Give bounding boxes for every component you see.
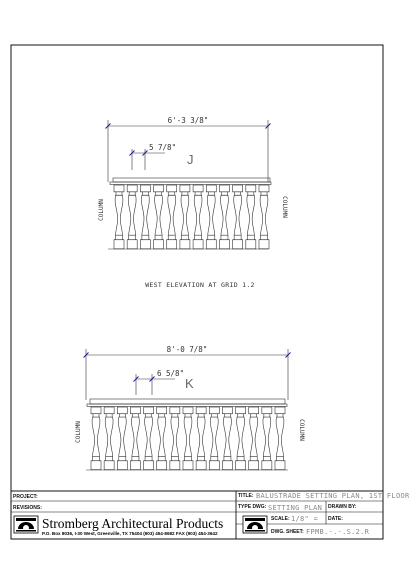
baluster <box>261 406 273 471</box>
baluster <box>126 184 138 250</box>
company-logo-icon-right <box>242 515 268 534</box>
baluster <box>153 184 164 250</box>
date-label: DATE: <box>328 516 343 522</box>
elevation-caption: WEST ELEVATION AT GRID 1.2 <box>145 281 255 289</box>
baluster <box>274 406 286 471</box>
project-label: PROJECT: <box>13 494 38 500</box>
title-block: PROJECT: REVISIONS: TITLE: BALUSTRADE SE… <box>11 490 410 539</box>
column-label-top-right: COLUMN <box>281 196 288 218</box>
column-label-top-left: COLUMN <box>98 199 105 221</box>
title-value: BALUSTRADE SETTING PLAN, 1ST FLOOR <box>256 492 410 500</box>
baluster <box>116 406 128 471</box>
elevation-top: 6'-3 3/8" 5 7/8" J COLUMN COLUMN WEST EL… <box>98 116 288 289</box>
spacing-dimension-top: 5 7/8" <box>149 143 176 152</box>
overall-dimension-bottom: 8'-0 7/8" <box>167 345 208 354</box>
baluster <box>219 184 230 250</box>
scale-value: 1/8" = <box>291 515 318 523</box>
baluster <box>235 406 246 471</box>
revisions-label: REVISIONS: <box>13 505 42 511</box>
baluster <box>222 406 233 471</box>
company-name: Stromberg Architectural Products <box>42 516 223 531</box>
type-dwg-value: SETTING PLAN <box>268 504 322 512</box>
company-logo-icon <box>13 515 39 534</box>
baluster <box>90 406 102 471</box>
baluster <box>192 184 204 250</box>
sheet-border <box>10 44 384 540</box>
type-dwg-label: TYPE DWG: <box>238 504 267 510</box>
title-label: TITLE: <box>238 493 254 499</box>
baluster <box>179 184 191 250</box>
spacing-dimension-bottom: 6 5/8" <box>157 369 184 378</box>
baluster <box>143 406 154 471</box>
baluster <box>103 406 115 471</box>
dwg-sheet-label: DWG. SHEET: <box>271 529 304 535</box>
overall-dimension-top: 6'-3 3/8" <box>168 116 209 125</box>
drawn-by-label: DRAWN BY: <box>328 504 357 510</box>
baluster <box>232 184 243 250</box>
baluster <box>156 406 168 471</box>
baluster <box>166 184 178 250</box>
baluster <box>169 406 181 471</box>
baluster <box>248 406 260 471</box>
column-label-bottom-left: COLUMN <box>75 421 82 443</box>
baluster <box>182 406 194 471</box>
baluster <box>208 406 220 471</box>
baluster <box>140 184 151 250</box>
grid-letter-top: J <box>187 152 194 167</box>
column-label-bottom-right: COLUMN <box>298 419 305 441</box>
baluster <box>245 184 257 250</box>
company-address: P.O. Box 8036, I-30 West, Greenville, TX… <box>42 531 218 536</box>
grid-letter-bottom: K <box>185 376 194 391</box>
baluster <box>113 184 125 250</box>
baluster <box>130 406 141 471</box>
baluster <box>258 184 270 250</box>
baluster <box>205 184 217 250</box>
dwg-sheet-value: FPMB.-.-.S.2.R <box>306 528 370 536</box>
elevation-bottom: 8'-0 7/8" 6 5/8" K COLUMN COLUMN <box>75 345 305 471</box>
scale-label: SCALE: <box>271 516 290 522</box>
baluster <box>195 406 207 471</box>
